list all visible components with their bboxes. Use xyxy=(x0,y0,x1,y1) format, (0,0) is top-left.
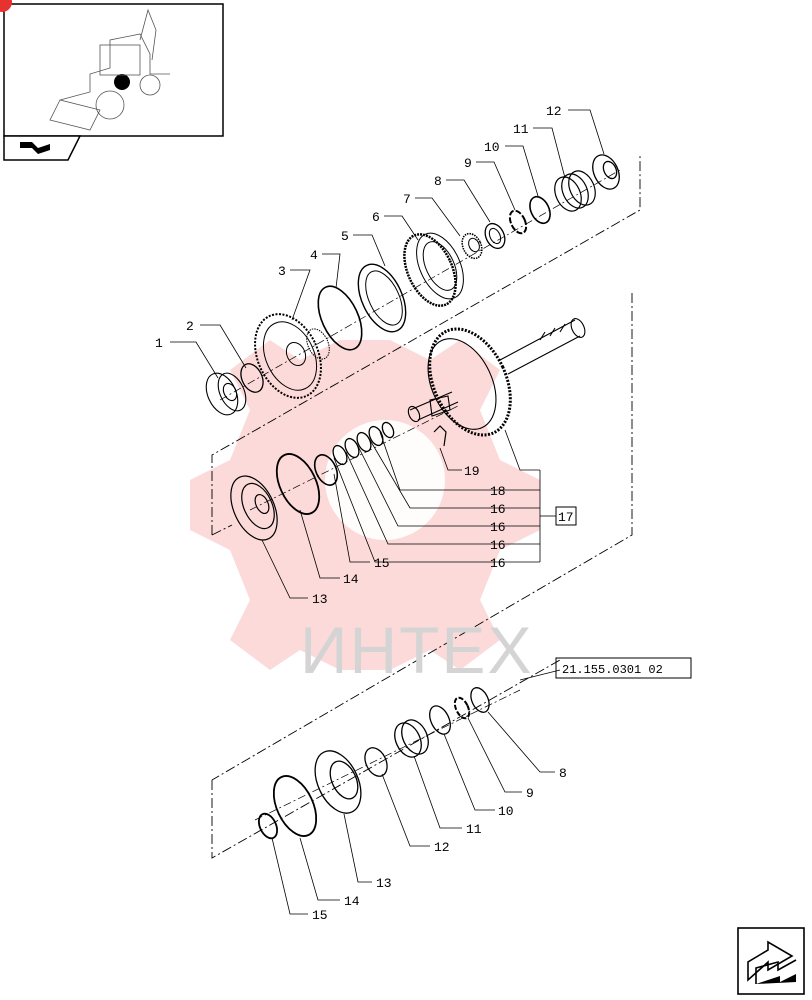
label-9: 9 xyxy=(526,786,534,801)
callout-6: 6 xyxy=(372,210,380,225)
thumbnail-frame[interactable] xyxy=(0,0,224,161)
part-2-ring xyxy=(240,363,264,393)
callout-1: 1 xyxy=(155,336,163,351)
label-8: 8 xyxy=(559,766,567,781)
leader-lines xyxy=(170,109,605,915)
part-7-small-gear xyxy=(461,232,483,260)
part-12-seal xyxy=(592,154,620,190)
part-13-seal xyxy=(230,475,278,541)
group-box-label: 17 xyxy=(558,510,574,525)
backhoe-loader-thumbnail xyxy=(49,8,170,131)
watermark-text: ИНТЕХ xyxy=(300,613,534,687)
callout-16a: 16 xyxy=(490,502,506,517)
callout-13: 13 xyxy=(312,592,328,607)
callout-5: 5 xyxy=(341,229,349,244)
callout-8: 8 xyxy=(434,174,442,189)
label-12: 12 xyxy=(434,840,450,855)
callout-16d: 16 xyxy=(490,556,506,571)
return-arrow-icon[interactable] xyxy=(737,927,805,995)
label-10: 10 xyxy=(498,804,514,819)
callout-15: 15 xyxy=(374,556,390,571)
part-10-washer xyxy=(529,195,551,225)
part-5-disc xyxy=(357,263,407,333)
part-15-ring xyxy=(313,454,339,486)
part-3-gear xyxy=(254,313,330,399)
part-6-hub xyxy=(403,232,464,307)
reference-label: 21.155.0301 02 xyxy=(562,663,663,677)
upper-boundary xyxy=(211,155,641,859)
part-17-shaft xyxy=(407,318,586,437)
label-15: 15 xyxy=(312,908,328,923)
callout-9: 9 xyxy=(464,156,472,171)
callout-16c: 16 xyxy=(490,538,506,553)
callout-3: 3 xyxy=(278,264,286,279)
label-11: 11 xyxy=(466,822,482,837)
book-icon xyxy=(20,142,50,154)
lower-parts xyxy=(258,687,490,840)
callout-11: 11 xyxy=(513,122,529,137)
part-8-washer xyxy=(484,222,506,250)
part-11-cup xyxy=(554,170,596,212)
callout-labels: 1 2 3 4 5 6 7 8 9 10 11 12 19 18 16 16 1… xyxy=(155,104,567,923)
group-box-17: 17 xyxy=(555,506,577,526)
callout-14: 14 xyxy=(343,572,359,587)
part-19-pin xyxy=(433,425,447,447)
part-9-snap-ring xyxy=(508,209,528,235)
label-14: 14 xyxy=(344,894,360,909)
callout-12: 12 xyxy=(546,104,562,119)
part-16-18-rings xyxy=(332,421,395,466)
callout-10: 10 xyxy=(484,140,500,155)
callout-19: 19 xyxy=(464,464,480,479)
callout-2: 2 xyxy=(186,319,194,334)
part-1-bearing xyxy=(205,372,247,416)
callout-18: 18 xyxy=(490,484,506,499)
part-4-snap-ring xyxy=(317,285,363,351)
callout-4: 4 xyxy=(310,248,318,263)
callout-7: 7 xyxy=(403,192,411,207)
part-14-ring xyxy=(275,453,321,515)
reference-box[interactable]: 21.155.0301 02 xyxy=(555,657,692,679)
callout-16b: 16 xyxy=(490,520,506,535)
label-13: 13 xyxy=(376,876,392,891)
